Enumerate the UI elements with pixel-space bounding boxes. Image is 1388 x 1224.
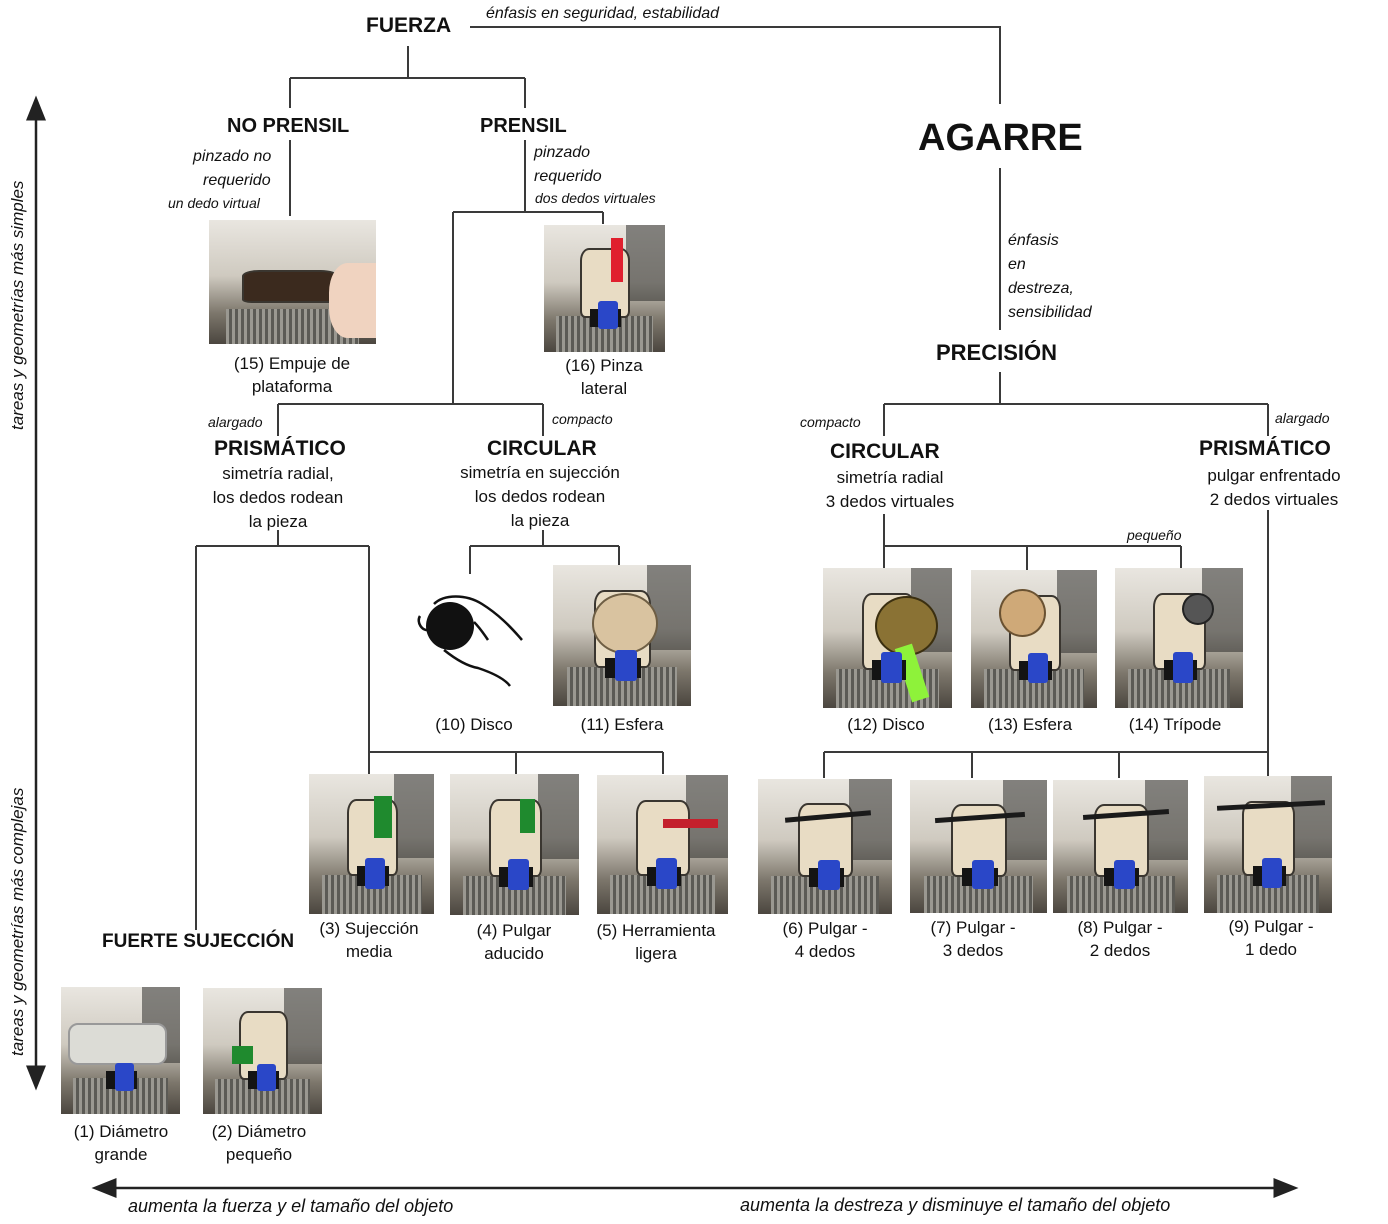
caption-13: (13) Esfera bbox=[987, 715, 1073, 734]
note-fuerza-enfasis: énfasis en seguridad, estabilidad bbox=[486, 5, 720, 22]
note-prensil-1: pinzado bbox=[534, 144, 591, 161]
caption-16-l1: (16) Pinza bbox=[565, 356, 643, 375]
caption-12: (12) Disco bbox=[847, 715, 925, 734]
photo-pulgar-1-dedo bbox=[1204, 776, 1332, 913]
photo-pulgar-aducido bbox=[450, 774, 579, 915]
desc-circular-fuerza-2: los dedos rodean bbox=[474, 487, 606, 506]
axis-label-fuerza: aumenta la fuerza y el tamaño del objeto bbox=[128, 1196, 454, 1216]
photo-tripode bbox=[1115, 568, 1243, 708]
axis-label-complex: tareas y geometrías más complejas bbox=[8, 787, 27, 1056]
hand-holding-ball-icon bbox=[417, 595, 523, 687]
node-agarre: AGARRE bbox=[918, 117, 1083, 159]
note-agarre-3: destreza, bbox=[1008, 280, 1074, 297]
node-precision: PRECISIÓN bbox=[936, 340, 1058, 365]
caption-2-l1: (2) Diámetro bbox=[211, 1122, 307, 1141]
photo-diametro-pequeno bbox=[203, 988, 322, 1114]
caption-9-l1: (9) Pulgar - bbox=[1228, 917, 1314, 936]
caption-14: (14) Trípode bbox=[1128, 715, 1222, 734]
note-no-prensil-3: un dedo virtual bbox=[168, 195, 260, 211]
photo-herramienta-ligera bbox=[597, 775, 728, 914]
note-compacto-fuerza: compacto bbox=[552, 411, 613, 427]
caption-15-l1: (15) Empuje de bbox=[233, 354, 351, 373]
note-agarre-1: énfasis bbox=[1008, 232, 1059, 249]
note-no-prensil-2: requerido bbox=[203, 172, 271, 189]
photo-pulgar-2-dedos bbox=[1053, 780, 1188, 913]
caption-8-l1: (8) Pulgar - bbox=[1077, 918, 1163, 937]
caption-9-l2: 1 dedo bbox=[1245, 940, 1297, 959]
caption-3-l2: media bbox=[345, 942, 393, 961]
node-fuerte-sujecion: FUERTE SUJECCIÓN bbox=[102, 931, 295, 952]
note-prensil-3: dos dedos virtuales bbox=[535, 190, 656, 206]
photo-disco-precision bbox=[823, 568, 952, 708]
desc-prismatico-fuerza-2: los dedos rodean bbox=[212, 488, 344, 507]
node-prismatico-fuerza: PRISMÁTICO bbox=[214, 437, 346, 460]
desc-circular-precision-2: 3 dedos virtuales bbox=[825, 492, 955, 511]
caption-8-l2: 2 dedos bbox=[1089, 941, 1151, 960]
desc-prismatico-precision-1: pulgar enfrentado bbox=[1207, 466, 1341, 485]
note-alargado-precision: alargado bbox=[1275, 410, 1330, 426]
desc-circular-fuerza-1: simetría en sujección bbox=[460, 463, 620, 482]
desc-circular-fuerza-3: la pieza bbox=[510, 511, 570, 530]
axis-label-destreza: aumenta la destreza y disminuye el tamañ… bbox=[740, 1195, 1171, 1215]
node-no-prensil: NO PRENSIL bbox=[227, 115, 350, 137]
photo-empuje-plataforma bbox=[209, 220, 376, 344]
caption-6-l2: 4 dedos bbox=[794, 942, 856, 961]
node-circular-fuerza: CIRCULAR bbox=[487, 437, 597, 460]
caption-6-l1: (6) Pulgar - bbox=[782, 919, 868, 938]
node-circular-precision: CIRCULAR bbox=[830, 440, 940, 463]
caption-4-l2: aducido bbox=[484, 944, 544, 963]
desc-prismatico-precision-2: 2 dedos virtuales bbox=[1209, 490, 1339, 509]
photo-diametro-grande bbox=[61, 987, 180, 1114]
caption-10: (10) Disco bbox=[435, 715, 513, 734]
caption-7-l2: 3 dedos bbox=[942, 941, 1004, 960]
note-agarre-4: sensibilidad bbox=[1008, 304, 1092, 321]
note-alargado-fuerza: alargado bbox=[208, 414, 263, 430]
caption-11: (11) Esfera bbox=[580, 715, 664, 734]
node-prensil: PRENSIL bbox=[480, 115, 567, 137]
note-prensil-2: requerido bbox=[534, 168, 602, 185]
desc-prismatico-fuerza-3: la pieza bbox=[248, 512, 308, 531]
photo-sujecion-media bbox=[309, 774, 434, 914]
note-agarre-2: en bbox=[1008, 256, 1026, 273]
caption-2-l2: pequeño bbox=[225, 1145, 293, 1164]
caption-4-l1: (4) Pulgar bbox=[476, 921, 552, 940]
desc-prismatico-fuerza-1: simetría radial, bbox=[222, 464, 334, 483]
caption-1-l2: grande bbox=[94, 1145, 148, 1164]
node-fuerza: FUERZA bbox=[366, 14, 452, 37]
caption-5-l2: ligera bbox=[635, 944, 677, 963]
note-pequeno: pequeño bbox=[1127, 527, 1182, 543]
caption-7-l1: (7) Pulgar - bbox=[930, 918, 1016, 937]
axis-label-simple: tareas y geometrías más simples bbox=[8, 180, 27, 430]
desc-circular-precision-1: simetría radial bbox=[836, 468, 944, 487]
photo-pulgar-3-dedos bbox=[910, 780, 1047, 913]
node-prismatico-precision: PRISMÁTICO bbox=[1199, 437, 1331, 460]
caption-16-l2: lateral bbox=[580, 379, 628, 398]
caption-5-l1: (5) Herramienta bbox=[596, 921, 716, 940]
caption-15-l2: plataforma bbox=[251, 377, 333, 396]
photo-pinza-lateral bbox=[544, 225, 665, 352]
photo-esfera-fuerza bbox=[553, 565, 691, 706]
note-compacto-precision: compacto bbox=[800, 414, 861, 430]
caption-1-l1: (1) Diámetro bbox=[73, 1122, 169, 1141]
photo-pulgar-4-dedos bbox=[758, 779, 892, 914]
caption-3-l1: (3) Sujección bbox=[319, 919, 419, 938]
photo-esfera-precision bbox=[971, 570, 1097, 708]
note-no-prensil-1: pinzado no bbox=[193, 148, 272, 165]
